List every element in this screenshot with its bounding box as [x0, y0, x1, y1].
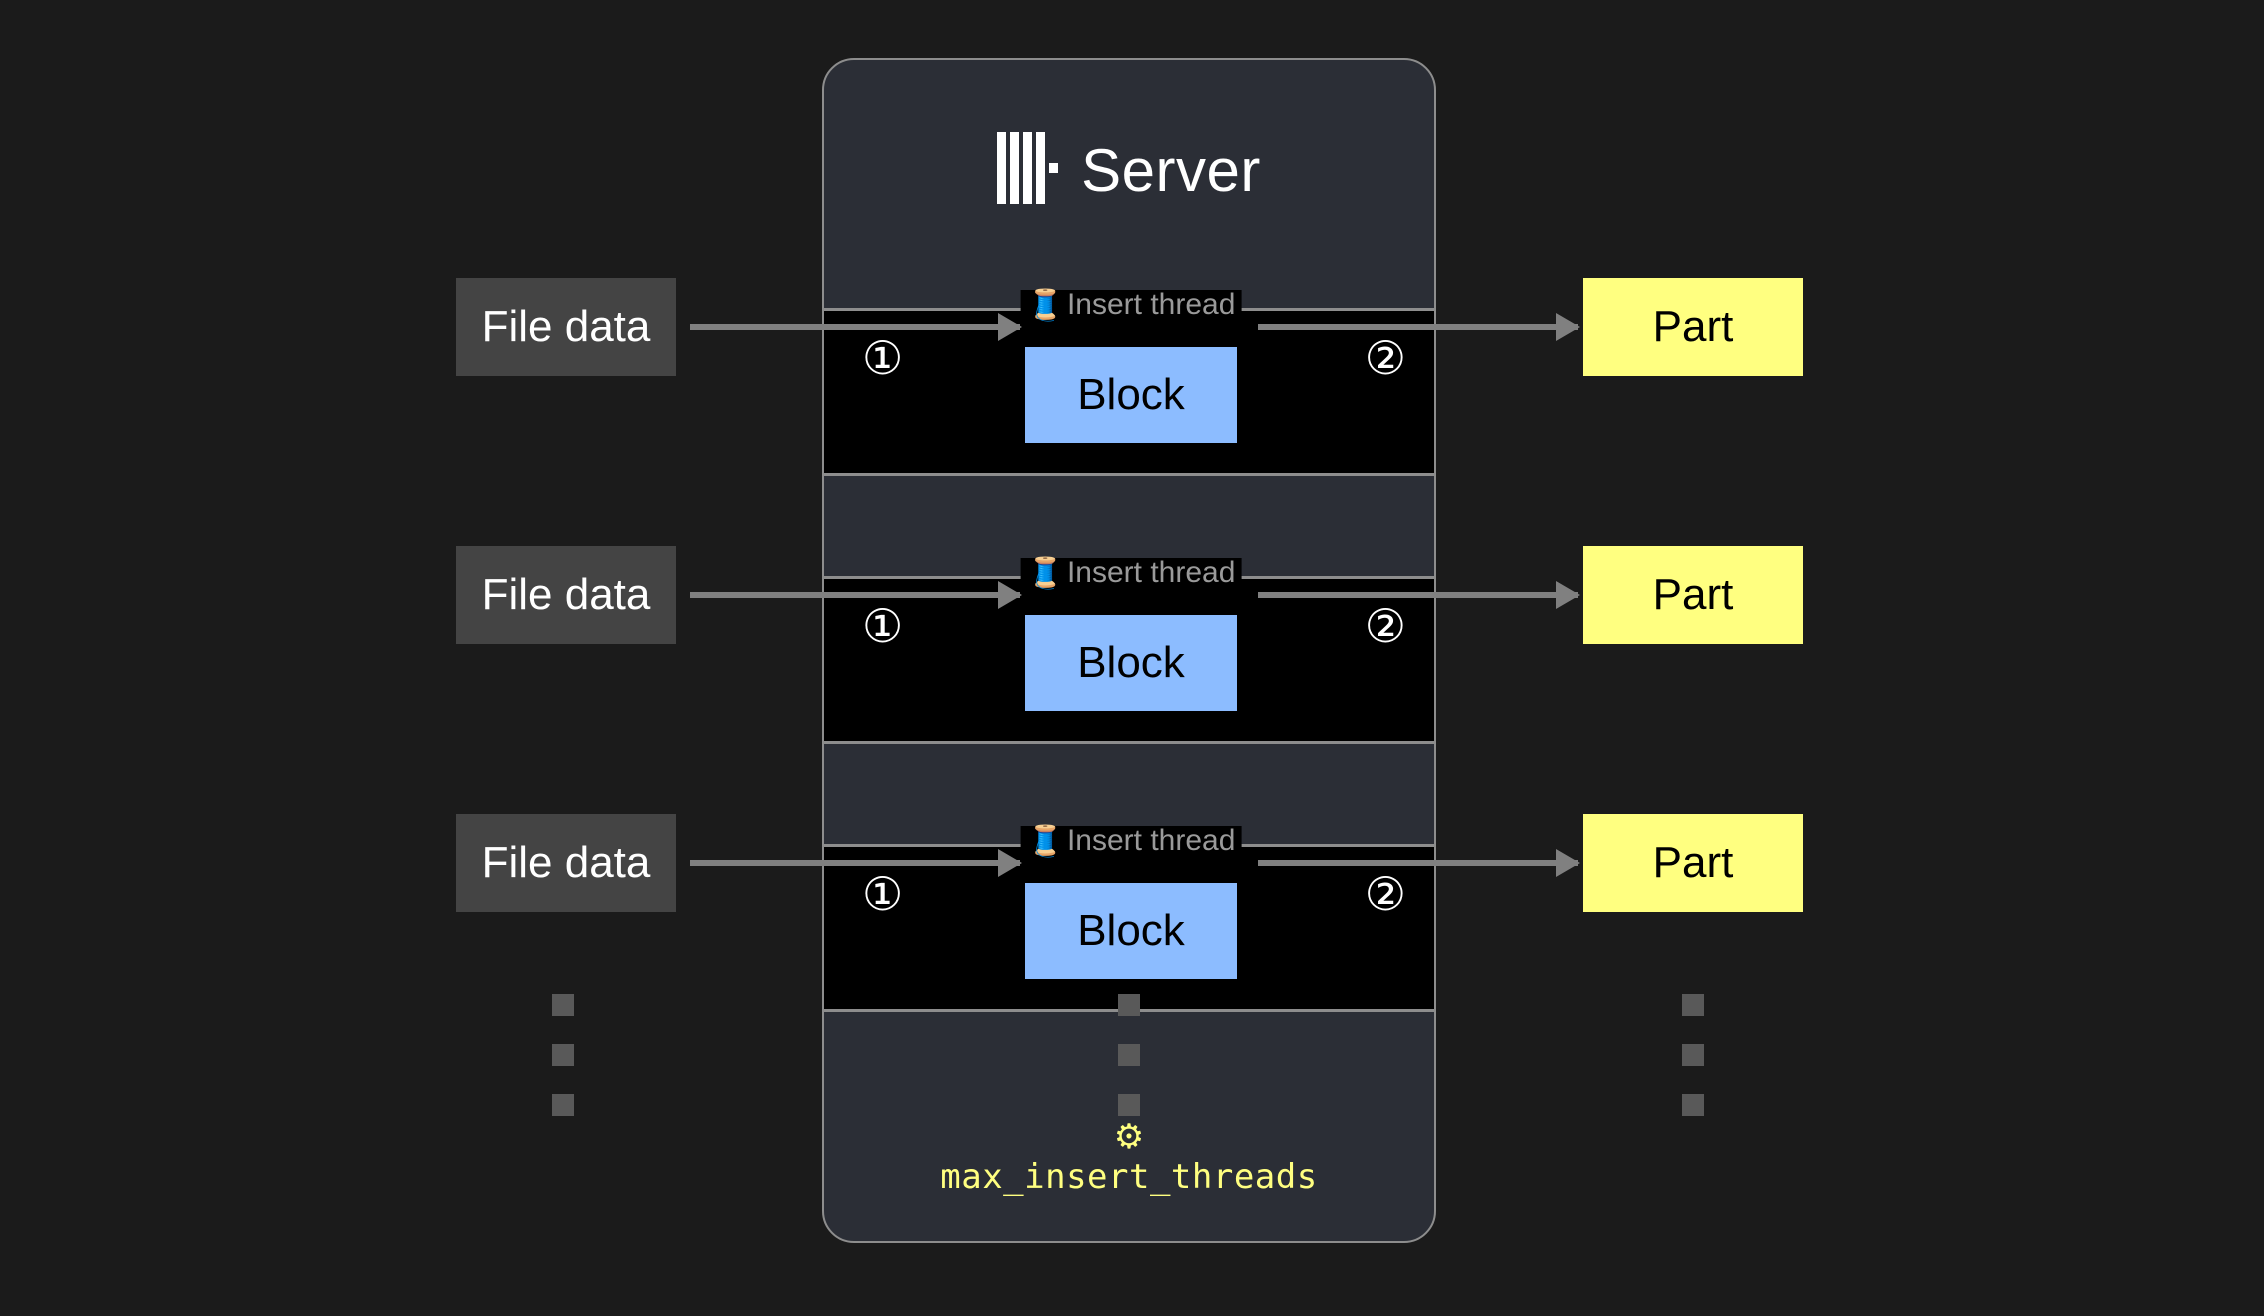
ellipsis-dots-left [552, 994, 574, 1116]
step-number-1-in: ① [862, 331, 904, 385]
ellipsis-dot [1682, 1094, 1704, 1116]
part-label: Part [1652, 570, 1734, 619]
ellipsis-dot [1682, 1044, 1704, 1066]
file-data-label: File data [481, 302, 651, 351]
arrow-block-to-part-2 [1258, 592, 1578, 598]
step-number-2-in: ① [862, 599, 904, 653]
ellipsis-dot [552, 994, 574, 1016]
file-data-box-3: File data [456, 814, 676, 912]
file-data-box-2: File data [456, 546, 676, 644]
block-label: Block [1077, 638, 1185, 687]
server-title-text: Server [1081, 136, 1261, 204]
thread-spool-icon: 🧵 [1026, 557, 1064, 590]
setting-footer: ⚙ max_insert_threads [824, 1120, 1434, 1194]
step-number-1-out: ② [1364, 331, 1406, 385]
server-panel: Server 🧵 Insert thread ① ② Block 🧵 Inser… [822, 58, 1436, 1243]
ellipsis-dot [552, 1044, 574, 1066]
step-number-3-in: ① [862, 867, 904, 921]
ellipsis-dot [1118, 1094, 1140, 1116]
arrow-block-to-part-1 [1258, 324, 1578, 330]
gear-icon: ⚙ [1113, 1118, 1145, 1156]
block-box-1: Block [1025, 347, 1237, 443]
ellipsis-dot [1118, 1044, 1140, 1066]
thread-spool-icon: 🧵 [1026, 825, 1064, 858]
ellipsis-dots-right [1682, 994, 1704, 1116]
file-data-box-1: File data [456, 278, 676, 376]
insert-thread-box-3: 🧵 Insert thread ① ② Block [824, 826, 1434, 1012]
block-box-2: Block [1025, 615, 1237, 711]
arrow-file-to-block-1 [690, 324, 1020, 330]
part-label: Part [1652, 302, 1734, 351]
thread-spool-icon: 🧵 [1026, 289, 1064, 322]
ellipsis-dot [552, 1094, 574, 1116]
part-label: Part [1652, 838, 1734, 887]
block-label: Block [1077, 906, 1185, 955]
step-number-3-out: ② [1364, 867, 1406, 921]
step-number-2-out: ② [1364, 599, 1406, 653]
file-data-label: File data [481, 838, 651, 887]
block-box-3: Block [1025, 883, 1237, 979]
insert-thread-legend-3: 🧵 Insert thread [1020, 824, 1242, 858]
insert-thread-label: Insert thread [1066, 824, 1236, 857]
clickhouse-logo-icon [997, 132, 1059, 209]
insert-thread-box-2: 🧵 Insert thread ① ② Block [824, 558, 1434, 744]
file-data-label: File data [481, 570, 651, 619]
setting-name: max_insert_threads [940, 1157, 1318, 1197]
server-title: Server [824, 132, 1434, 209]
ellipsis-dot [1682, 994, 1704, 1016]
arrow-block-to-part-3 [1258, 860, 1578, 866]
insert-thread-label: Insert thread [1066, 288, 1236, 321]
part-box-1: Part [1583, 278, 1803, 376]
insert-thread-box-1: 🧵 Insert thread ① ② Block [824, 290, 1434, 476]
arrow-file-to-block-2 [690, 592, 1020, 598]
insert-thread-legend-1: 🧵 Insert thread [1020, 288, 1242, 322]
arrow-file-to-block-3 [690, 860, 1020, 866]
insert-thread-legend-2: 🧵 Insert thread [1020, 556, 1242, 590]
part-box-2: Part [1583, 546, 1803, 644]
block-label: Block [1077, 370, 1185, 419]
part-box-3: Part [1583, 814, 1803, 912]
ellipsis-dot [1118, 994, 1140, 1016]
ellipsis-dots-center [1118, 994, 1140, 1116]
insert-thread-label: Insert thread [1066, 556, 1236, 589]
